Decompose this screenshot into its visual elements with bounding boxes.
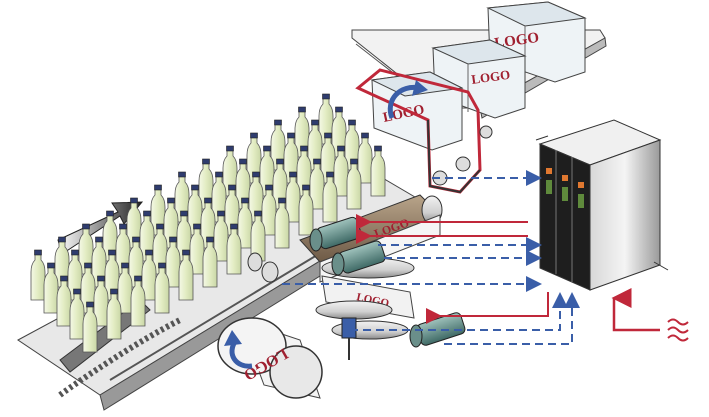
bottle: [235, 158, 251, 210]
bottle-pack: LOGO: [370, 71, 464, 151]
bottle: [178, 249, 194, 301]
bottle: [189, 223, 205, 275]
bottle: [237, 197, 253, 249]
bottle: [130, 275, 146, 327]
bottle: [82, 301, 98, 353]
bottle: [117, 262, 133, 314]
bottle: [331, 106, 347, 158]
bottle: [163, 197, 179, 249]
bottle: [248, 171, 264, 223]
bottle: [187, 184, 203, 236]
bottle: [344, 119, 360, 171]
bottle: [43, 262, 59, 314]
drive-motor: [331, 240, 386, 276]
signal-wave-icon: [667, 318, 689, 342]
bottle: [357, 132, 373, 184]
bottle: [30, 249, 46, 301]
shrink-tunnel-frame: [355, 68, 493, 194]
bottle: [91, 236, 107, 288]
bottle: [274, 197, 290, 249]
drive-motor: [309, 216, 362, 252]
bottle: [128, 236, 144, 288]
film-reel: LOGO: [217, 317, 323, 399]
bottle: [69, 288, 85, 340]
bottle: [307, 119, 323, 171]
bottle: [67, 249, 83, 301]
bottle: [165, 236, 181, 288]
bottle: [261, 184, 277, 236]
bottle: [346, 158, 362, 210]
bottle: [370, 145, 386, 197]
bottle: [296, 145, 312, 197]
bottle: [115, 223, 131, 275]
bottle: [54, 236, 70, 288]
bottle: [141, 249, 157, 301]
bottle: [106, 288, 122, 340]
control-cabinet-icon: [535, 119, 669, 291]
bottle: [126, 197, 142, 249]
bottle: [213, 210, 229, 262]
bottle: [176, 210, 192, 262]
film-sensor: [341, 317, 357, 360]
bottle: [298, 184, 314, 236]
bottle: [139, 210, 155, 262]
bottle: [320, 132, 336, 184]
bottle: [198, 158, 214, 210]
drive-roller: [247, 252, 279, 283]
bottle: [294, 106, 310, 158]
bottle: [152, 223, 168, 275]
bottle: [322, 171, 338, 223]
bottle: [283, 132, 299, 184]
bottle: [56, 275, 72, 327]
pack-logo: LOGO: [470, 67, 511, 87]
bottle: [222, 145, 238, 197]
bottle: [154, 262, 170, 314]
bottle: [211, 171, 227, 223]
bottle-group: [30, 93, 386, 353]
bottle: [93, 275, 109, 327]
bottle: [102, 210, 118, 262]
bottle: [259, 145, 275, 197]
bottle: [202, 236, 218, 288]
bottle: [333, 145, 349, 197]
bottle: [309, 158, 325, 210]
bottle: [246, 132, 262, 184]
bottle: [285, 171, 301, 223]
bottle: [174, 171, 190, 223]
bottle: [250, 210, 266, 262]
bottle: [270, 119, 286, 171]
bottle: [78, 223, 94, 275]
signal-lines: [282, 170, 660, 345]
bottle: [200, 197, 216, 249]
bottle: [104, 249, 120, 301]
bottle: [80, 262, 96, 314]
bottle: [272, 158, 288, 210]
bottle: [226, 223, 242, 275]
bottle: [224, 184, 240, 236]
bottle: [150, 184, 166, 236]
bottle: [318, 93, 334, 145]
